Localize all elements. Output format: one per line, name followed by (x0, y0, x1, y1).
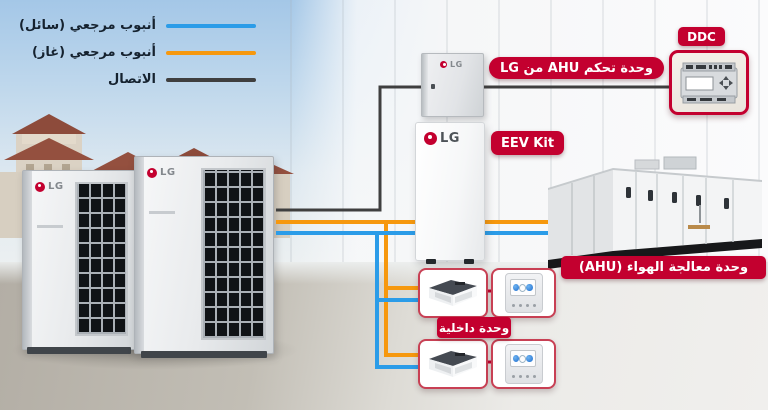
control-box-edge (422, 54, 428, 116)
lg-logo: LG (35, 181, 64, 192)
ddc-label: DDC (678, 27, 725, 46)
remote-fan-icon (526, 355, 533, 362)
ahu-label: وحدة معالجة الهواء (AHU) (561, 256, 766, 279)
legend-row-comm: الاتصال (6, 70, 256, 89)
lg-logo-icon (440, 61, 447, 68)
ceiling-cassette-graphic (429, 280, 477, 306)
lg-logo-icon (424, 132, 437, 145)
model-text-placeholder (37, 225, 63, 228)
legend-line-comm-swatch (166, 77, 256, 82)
outdoor-unit-base (140, 351, 268, 358)
lg-logo-icon (35, 181, 45, 192)
outdoor-unit-side-panel (135, 157, 144, 353)
legend-label-liquid-pipe: أنبوب مرجعي (سائل) (19, 18, 156, 33)
remote-screen (509, 350, 536, 367)
remote-controller-box-2 (491, 339, 556, 389)
legend-row-gas: أنبوب مرجعي (غاز) (6, 43, 256, 62)
eev-kit-foot (464, 259, 474, 264)
remote-dial-icon (518, 354, 527, 363)
outdoor-unit-2: LG (134, 156, 274, 358)
remote-screen (509, 279, 536, 296)
ahu-control-box-device: LG (421, 53, 484, 117)
ddc-controller-graphic (680, 62, 738, 103)
indoor-cassette-box-2 (418, 339, 488, 389)
legend-row-liquid: أنبوب مرجعي (سائل) (6, 16, 256, 35)
lg-logo-text: LG (160, 167, 176, 178)
eev-kit-device: LG (415, 122, 485, 264)
legend-label-gas-pipe: أنبوب مرجعي (غاز) (31, 45, 156, 60)
ceiling-cassette-graphic (429, 351, 477, 377)
remote-buttons (511, 304, 536, 307)
remote-fan-icon (526, 284, 533, 291)
lg-logo-text: LG (48, 181, 64, 192)
outdoor-unit-base (27, 347, 131, 354)
remote-dial-icon (518, 283, 527, 292)
outdoor-unit-1: LG (22, 170, 136, 354)
legend-line-gas-swatch (166, 50, 256, 55)
eev-kit-label: EEV Kit (491, 131, 564, 155)
lg-logo: LG (424, 131, 460, 146)
ddc-controller-device (669, 50, 749, 115)
eev-kit-foot (426, 259, 436, 264)
outdoor-unit-grille (201, 168, 266, 340)
remote-controller-box-1 (491, 268, 556, 318)
model-text-placeholder (149, 211, 175, 214)
indoor-cassette-box-1 (418, 268, 488, 318)
remote-buttons (511, 375, 536, 378)
legend-label-communication: الاتصال (108, 72, 156, 87)
wired-remote-controller (504, 273, 543, 313)
lg-logo-text: LG (450, 60, 463, 69)
lg-logo: LG (147, 167, 176, 178)
legend-line-liquid-swatch (166, 23, 256, 28)
lg-logo-icon (147, 167, 157, 178)
lg-logo: LG (440, 60, 463, 69)
outdoor-units-group: LG LG (18, 156, 276, 358)
ahu-controller-label: وحدة تحكم AHU من LG (489, 57, 664, 79)
remote-mode-icon (512, 355, 519, 362)
control-box-keyhole (431, 84, 435, 89)
indoor-unit-label: وحدة داخلية (437, 317, 511, 338)
remote-mode-icon (512, 284, 519, 291)
outdoor-unit-grille (74, 182, 128, 336)
lg-logo-text: LG (440, 131, 460, 146)
outdoor-unit-side-panel (23, 171, 32, 349)
wired-remote-controller (504, 344, 543, 384)
legend: أنبوب مرجعي (سائل) أنبوب مرجعي (غاز) الا… (6, 16, 256, 97)
